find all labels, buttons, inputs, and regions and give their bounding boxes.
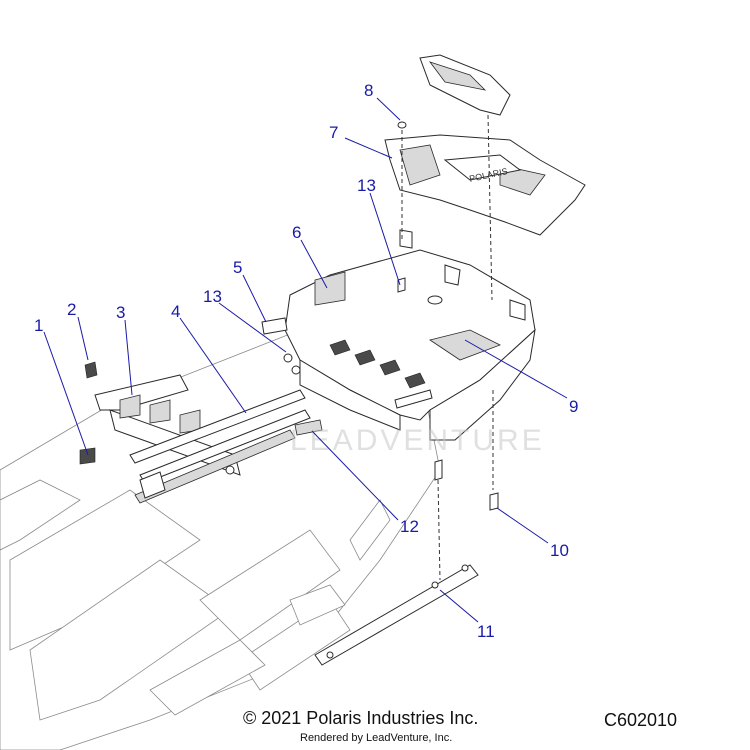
- callout-12: 12: [400, 517, 419, 536]
- copyright-text: © 2021 Polaris Industries Inc.: [243, 708, 479, 728]
- leader-lines: [43, 97, 568, 623]
- top-cover: [419, 54, 511, 116]
- strap-11: [314, 564, 479, 666]
- seat-base: [284, 229, 536, 441]
- fastener-13-upper: [397, 277, 406, 293]
- callout-11: 11: [477, 622, 495, 641]
- callout-13-lower: 13: [203, 287, 222, 306]
- assembly-line-11: [437, 479, 441, 581]
- rendered-by-text: Rendered by LeadVenture, Inc.: [300, 732, 453, 744]
- callout-6: 6: [292, 223, 301, 242]
- callout-13-upper: 13: [357, 176, 376, 195]
- callout-5: 5: [233, 258, 242, 277]
- watermark: LEADVENTURE: [290, 424, 545, 457]
- diagram-code: C602010: [604, 710, 678, 730]
- fastener-10: [489, 492, 499, 511]
- callout-9: 9: [569, 397, 578, 416]
- slide-rails: [129, 353, 311, 504]
- assembly-line-top-cover: [487, 114, 493, 301]
- callout-2: 2: [67, 300, 76, 319]
- decal-12: [294, 419, 323, 436]
- plate-5: [261, 317, 288, 335]
- callout-7: 7: [329, 123, 338, 142]
- callout-8: 8: [364, 81, 373, 100]
- rear-cover: POLARIS: [384, 134, 586, 236]
- chassis-tunnel: [0, 329, 441, 750]
- fastener-8: [397, 121, 407, 129]
- callout-4: 4: [171, 302, 180, 321]
- callout-3: 3: [116, 303, 125, 322]
- callout-10: 10: [550, 541, 569, 560]
- callout-1: 1: [34, 316, 43, 335]
- fastener-11-bolt: [434, 459, 443, 481]
